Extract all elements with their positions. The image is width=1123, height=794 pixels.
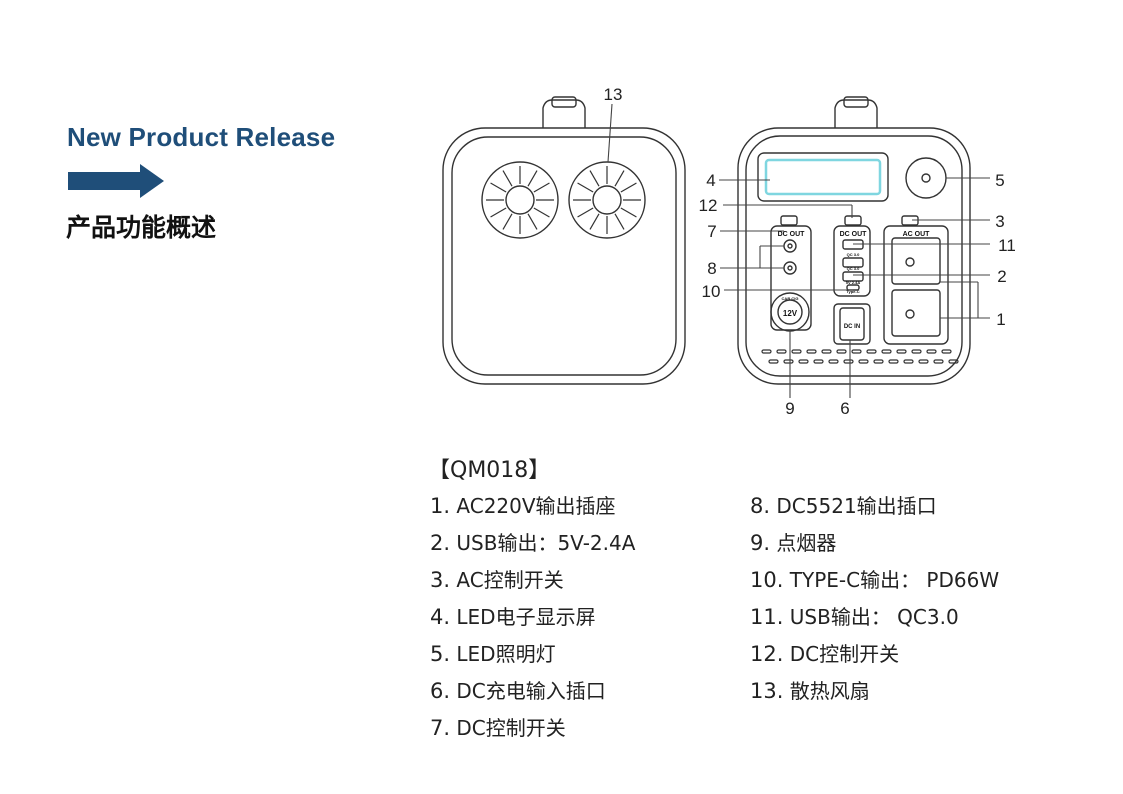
product-diagram: DC OUT DC OUT AC OUT DC IN 12V CAR CIG Q…: [442, 85, 1016, 418]
page-subtitle: 产品功能概述: [66, 213, 217, 242]
lcd-screen: [757, 152, 889, 202]
callout-2: 2: [997, 267, 1006, 286]
fan-left-icon: [481, 161, 559, 239]
feature-item: 3. AC控制开关: [430, 568, 564, 592]
callout-4: 4: [706, 171, 715, 190]
feature-list-left: 1. AC220V输出插座 2. USB输出：5V-2.4A 3. AC控制开关…: [430, 492, 635, 751]
feature-item: 2. USB输出：5V-2.4A: [430, 531, 636, 555]
callout-11: 11: [998, 236, 1016, 255]
feature-item: 1. AC220V输出插座: [430, 494, 616, 518]
page-title: New Product Release: [67, 122, 336, 152]
feature-item: 4. LED电子显示屏: [430, 605, 596, 629]
panel-label-dc-out-mid: DC OUT: [840, 231, 868, 238]
callout-8: 8: [707, 259, 716, 278]
unit-front-view: [737, 96, 971, 385]
feature-item: 11. USB输出： QC3.0: [750, 605, 959, 629]
feature-item: 9. 点烟器: [750, 531, 837, 555]
fan-right-icon: [568, 161, 646, 239]
callout-1: 1: [996, 310, 1005, 329]
feature-item: 5. LED照明灯: [430, 642, 556, 666]
feature-item: 10. TYPE-C输出： PD66W: [750, 568, 1000, 592]
callout-13: 13: [604, 85, 623, 104]
feature-item: 7. DC控制开关: [430, 716, 566, 740]
feature-item: 13. 散热风扇: [750, 679, 870, 703]
feature-item: 6. DC充电输入插口: [430, 679, 606, 703]
panel-label-ac-out: AC OUT: [903, 231, 931, 238]
callout-5: 5: [995, 171, 1004, 190]
panel-label-car-cig: CAR CIG: [782, 296, 799, 301]
panel-label-qc2: QC 3.0: [847, 266, 860, 271]
model-label: 【QM018】: [428, 458, 551, 483]
feature-list-right: 8. DC5521输出插口 9. 点烟器 10. TYPE-C输出： PD66W…: [750, 492, 999, 714]
panel-label-12v: 12V: [783, 309, 798, 318]
panel-label-dc-in: DC IN: [844, 324, 860, 330]
led-light-icon: [905, 157, 947, 199]
callout-9: 9: [785, 399, 794, 418]
callout-12: 12: [699, 196, 718, 215]
panel-label-dc-out-left: DC OUT: [778, 231, 806, 238]
panel-label-usb: 5V 2.4A: [846, 280, 861, 285]
callout-7: 7: [707, 222, 716, 241]
right-arrow-icon: [68, 164, 164, 198]
callout-10: 10: [702, 282, 721, 301]
callout-6: 6: [840, 399, 849, 418]
feature-item: 8. DC5521输出插口: [750, 494, 937, 518]
panel-label-qc1: QC 3.0: [847, 252, 860, 257]
callout-3: 3: [995, 212, 1004, 231]
feature-item: 12. DC控制开关: [750, 642, 900, 666]
panel-label-typec: Type-C: [846, 289, 859, 294]
unit-back-view: [442, 96, 686, 385]
